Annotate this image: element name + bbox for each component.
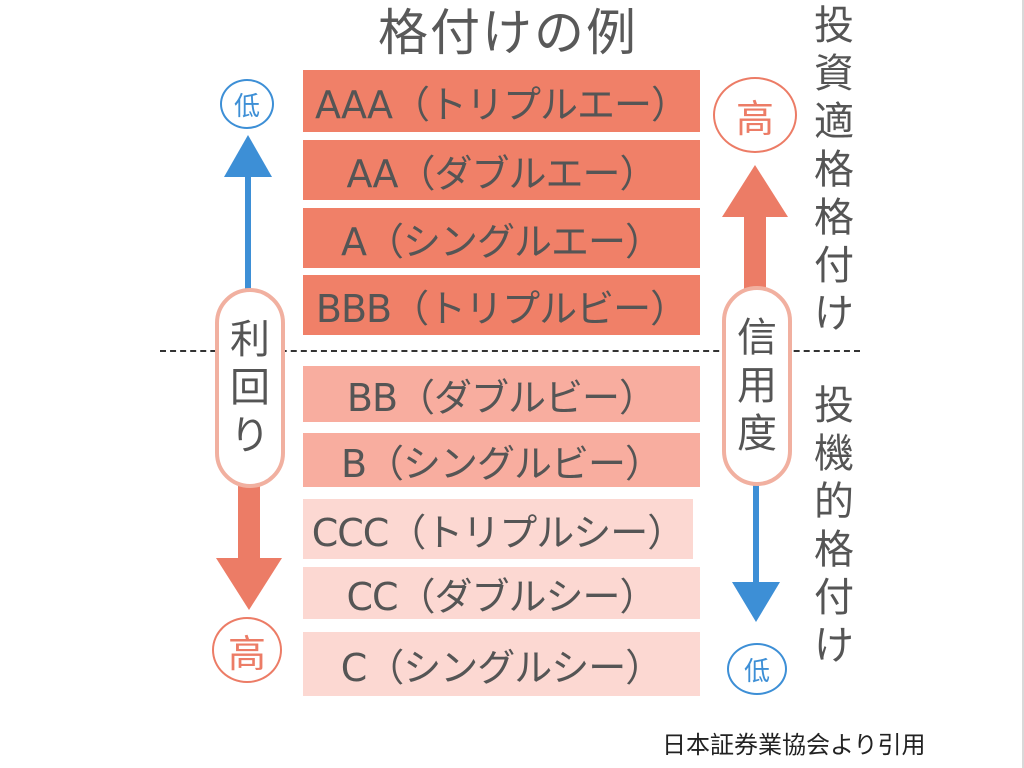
label-char: 格 xyxy=(814,527,854,573)
investment-grade-label: 投 資 適 格 格 付 け xyxy=(806,2,862,338)
label-char: 資 xyxy=(814,51,854,97)
label-char: け xyxy=(814,623,854,669)
label-char: け xyxy=(814,291,854,337)
rating-row-c: C（シングルシー） xyxy=(303,632,700,696)
rating-row-aa: AA（ダブルエー） xyxy=(303,140,700,200)
label-char: 適 xyxy=(814,99,854,145)
speculative-grade-label: 投 機 的 格 付 け xyxy=(806,382,862,670)
rating-row-cc: CC（ダブルシー） xyxy=(303,567,700,619)
arrow-up-icon xyxy=(224,135,272,293)
source-citation: 日本証券業協会より引用 xyxy=(662,731,926,759)
marker-text: 高 xyxy=(227,631,266,676)
rating-label: B（シングルビー） xyxy=(340,441,663,486)
arrow-up-icon xyxy=(722,165,788,303)
label-char: 信 xyxy=(737,315,777,361)
label-char: 投 xyxy=(814,383,854,429)
label-char: 付 xyxy=(814,575,854,621)
rating-label: C（シングルシー） xyxy=(340,645,664,690)
arrow-down-icon xyxy=(732,482,780,622)
yield-label: 利 回 り xyxy=(215,288,285,488)
low-yield-marker: 低 xyxy=(220,79,274,129)
frame-edge xyxy=(1022,0,1024,768)
rating-row-a: A（シングルエー） xyxy=(303,208,700,268)
label-char: 格 xyxy=(814,195,854,241)
label-char: 付 xyxy=(814,243,854,289)
high-yield-marker: 高 xyxy=(212,617,282,683)
rating-row-ccc: CCC（トリプルシー） xyxy=(303,499,693,559)
rating-label: BB（ダブルビー） xyxy=(346,375,657,420)
label-char: 機 xyxy=(814,431,854,477)
label-char: り xyxy=(230,413,270,459)
rating-label: A（シングルエー） xyxy=(341,219,663,264)
label-char: 利 xyxy=(230,317,270,363)
rating-row-bbb: BBB（トリプルビー） xyxy=(303,275,700,335)
label-char: 回 xyxy=(230,365,270,411)
high-credit-marker: 高 xyxy=(713,77,797,153)
low-credit-marker: 低 xyxy=(727,643,787,695)
label-char: 格 xyxy=(814,147,854,193)
rating-label: AA（ダブルエー） xyxy=(346,151,657,196)
arrow-down-icon xyxy=(216,480,282,610)
rating-label: BBB（トリプルビー） xyxy=(315,286,688,331)
diagram-title: 格付けの例 xyxy=(378,4,638,62)
rating-row-bb: BB（ダブルビー） xyxy=(303,366,700,422)
label-char: 的 xyxy=(814,479,854,525)
marker-text: 低 xyxy=(743,656,770,687)
label-char: 用 xyxy=(737,363,777,409)
rating-row-aaa: AAA（トリプルエー） xyxy=(303,70,700,132)
rating-row-b: B（シングルビー） xyxy=(303,433,700,487)
creditworthiness-label: 信 用 度 xyxy=(722,286,792,486)
label-char: 度 xyxy=(737,411,777,457)
marker-text: 低 xyxy=(233,91,260,122)
label-char: 投 xyxy=(814,3,854,49)
rating-label: CCC（トリプルシー） xyxy=(311,510,686,555)
grade-divider-line xyxy=(160,350,860,352)
rating-label: AAA（トリプルエー） xyxy=(314,82,689,127)
rating-label: CC（ダブルシー） xyxy=(346,574,657,619)
marker-text: 高 xyxy=(735,96,774,141)
